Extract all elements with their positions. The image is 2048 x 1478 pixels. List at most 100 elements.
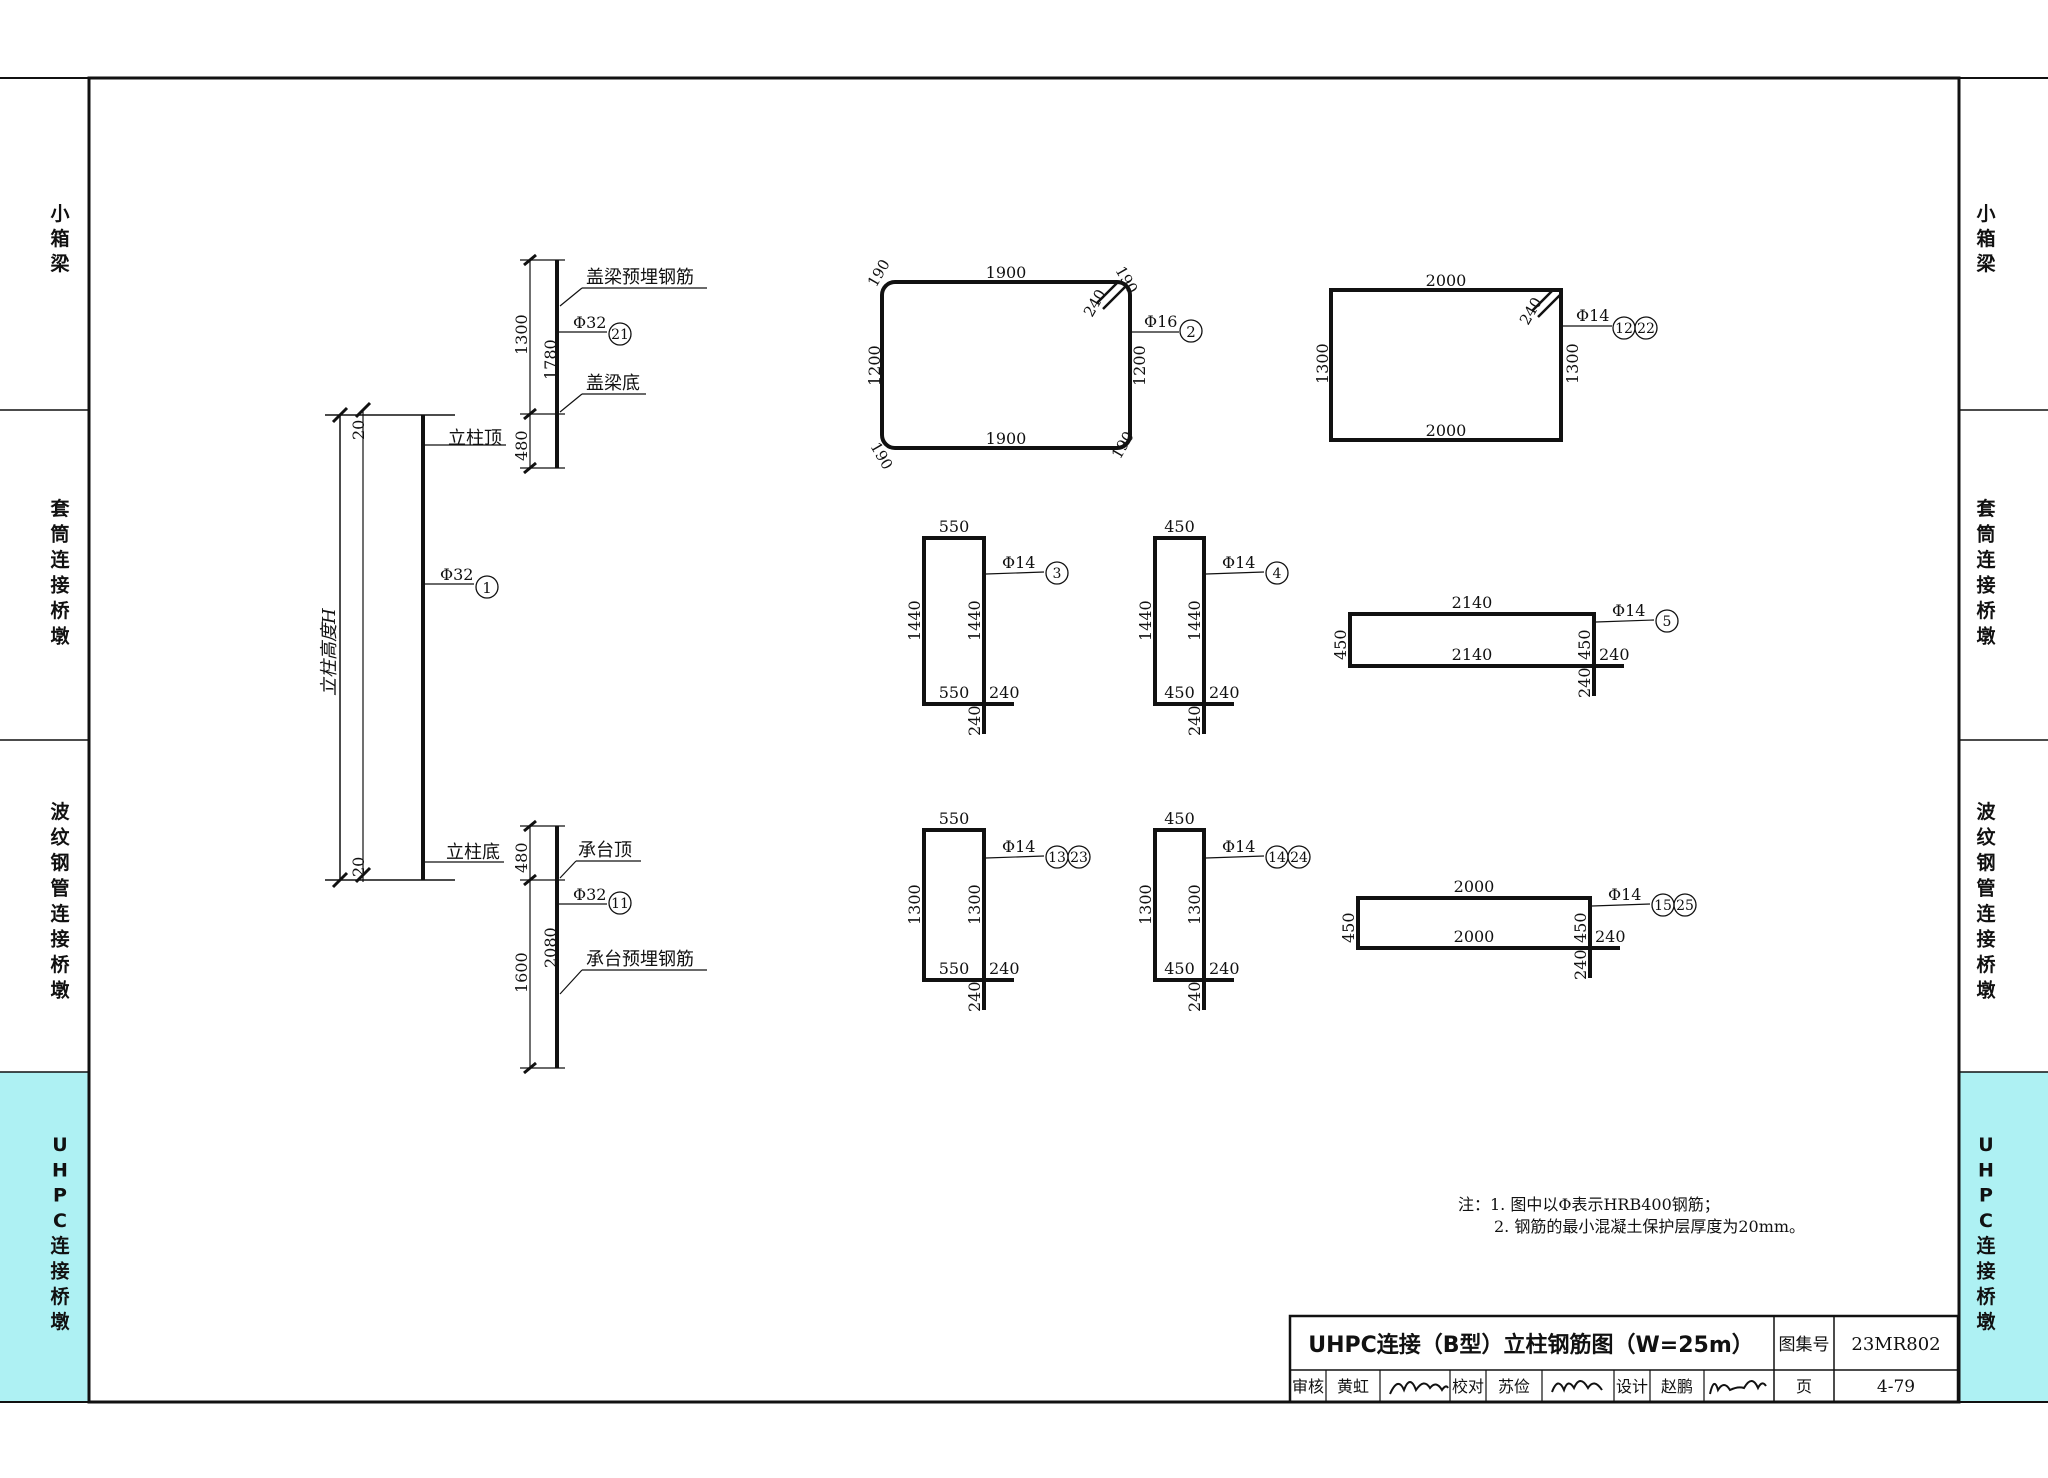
tie-5-bottom-dim: 2140 (1452, 645, 1493, 664)
stirrup-12-hook-dim: 240 (1516, 294, 1546, 328)
active-tab-left-bg (0, 1072, 88, 1402)
stirrup-12-right-dim: 1300 (1563, 343, 1582, 384)
stirrup-2-right-dim: 1200 (1130, 345, 1149, 386)
tie-15-mark-0: 15 (1654, 898, 1672, 914)
stirrup-12-left-dim: 1300 (1313, 343, 1332, 384)
footing-top-label: 承台顶 (578, 840, 632, 861)
note-line-2: 2. 钢筋的最小混凝土保护层厚度为20mm。 (1494, 1217, 1805, 1236)
tab-box-girder-right[interactable]: 小箱梁 (1975, 203, 1996, 275)
tie-4-bar-size: Φ14 (1222, 553, 1255, 572)
tie-14-shape (1153, 828, 1234, 1010)
footing-bar-mark: 11 (611, 896, 629, 912)
tab-corrugated[interactable]: 波纹钢管连接桥墩 (50, 800, 70, 1002)
tab-sleeve[interactable]: 套筒连接桥墩 (49, 497, 70, 648)
tie-13-mark-0: 13 (1048, 850, 1066, 866)
stirrup-12-bar-size: Φ14 (1576, 306, 1609, 325)
column-top-label: 立柱顶 (448, 428, 502, 449)
tie-4-mark-circle (1265, 561, 1289, 585)
tie-5-hook-v-dim: 240 (1575, 667, 1594, 698)
active-tab-right-bg (1960, 1072, 2048, 1402)
tie-15-left-dim: 450 (1339, 912, 1358, 943)
tie-4-bottom-dim: 450 (1164, 683, 1195, 702)
column-height-label: 立柱高度H (319, 608, 340, 696)
cap-bar-mark-circle (608, 322, 632, 346)
stirrup-2-corner-br: 190 (1108, 428, 1138, 462)
stirrup-2-corner-bl: 190 (867, 439, 897, 473)
tie-15-top-dim: 2000 (1454, 877, 1495, 896)
column-bar-detail: 立柱高度H 20 20 立柱顶 立柱底 Φ32 1 (319, 401, 506, 889)
atlas-number: 23MR802 (1851, 1334, 1940, 1355)
cap-embedded-bar-detail: 1300 480 1780 盖梁预埋钢筋 盖梁底 Φ32 21 (512, 253, 707, 475)
tie-15-mark-1: 25 (1676, 898, 1694, 914)
tie-5-right-dim: 450 (1575, 629, 1594, 660)
stirrup-12-bottom-dim: 2000 (1426, 421, 1467, 440)
tie-13-right-dim: 1300 (965, 884, 984, 925)
stirrup-2-left-dim: 1200 (865, 345, 884, 386)
tie-3-top-dim: 550 (939, 517, 970, 536)
footing-bar-upper-dim: 480 (512, 842, 531, 873)
tie-4-left-dim: 1440 (1136, 600, 1155, 641)
tie-3-mark-circle (1045, 561, 1069, 585)
tie-5-bar-size: Φ14 (1612, 601, 1645, 620)
tie-3-mark-0: 3 (1053, 566, 1062, 582)
checker-name: 苏俭 (1498, 1377, 1530, 1396)
column-bar-size: Φ32 (440, 565, 473, 584)
cap-bar-mark: 21 (611, 327, 629, 343)
stirrup-2-corner-tr: 190 (1112, 263, 1142, 297)
tie-14-mark-1: 24 (1290, 850, 1308, 866)
tie-14-bottom-dim: 450 (1164, 959, 1195, 978)
stirrup-12: 2000 2000 1300 1300 240 Φ14 12 22 (1313, 271, 1658, 442)
stirrup-2-bar-size: Φ16 (1144, 312, 1177, 331)
tie-3-shape (922, 536, 1014, 734)
tab-box-girder[interactable]: 小箱梁 (49, 203, 70, 275)
tie-13-hook-v-dim: 240 (965, 981, 984, 1012)
tie-15-hook-v-dim: 240 (1571, 949, 1590, 980)
stirrup-2-top-dim: 1900 (986, 263, 1027, 282)
reviewer-signature (1389, 1381, 1449, 1395)
tie-3-hook-h-dim: 240 (989, 683, 1020, 702)
tie-13-shape (922, 828, 1014, 1010)
stirrup-2: 1900 1900 1200 1200 240 190 190 190 190 … (864, 256, 1203, 473)
atlas-label: 图集号 (1779, 1335, 1830, 1355)
notes: 注：1. 图中以Φ表示HRB400钢筋； 2. 钢筋的最小混凝土保护层厚度为20… (1458, 1195, 1805, 1236)
stirrup-12-mark-a: 12 (1615, 321, 1633, 337)
stirrup-2-mark: 2 (1186, 323, 1196, 341)
tie-14-hook-v-dim: 240 (1185, 981, 1204, 1012)
tie-15-right-dim: 450 (1571, 912, 1590, 943)
page-number: 4-79 (1877, 1377, 1915, 1397)
stirrup-12-top-dim: 2000 (1426, 271, 1467, 290)
tie-14-mark-0: 14 (1268, 850, 1286, 866)
tie-4-mark-0: 4 (1273, 566, 1282, 582)
tie-5-mark-0: 5 (1663, 614, 1672, 630)
tie-15-bar-size: Φ14 (1608, 885, 1641, 904)
tab-sleeve-right[interactable]: 套筒连接桥墩 (1975, 497, 1996, 648)
check-label: 校对 (1452, 1377, 1484, 1396)
main-frame (87, 76, 1961, 1404)
tie-5-shape (1348, 612, 1624, 696)
tie-13-mark-1: 23 (1070, 850, 1088, 866)
tie-14-hook-h-dim: 240 (1209, 959, 1240, 978)
tie-15-hook-h-dim: 240 (1595, 927, 1626, 946)
footing-embedded-bar-detail: 480 1600 2080 承台顶 Φ32 11 承台预埋钢筋 (512, 819, 707, 1075)
reviewer-name: 黄虹 (1337, 1377, 1369, 1396)
tab-corrugated-right[interactable]: 波纹钢管连接桥墩 (1976, 800, 1996, 1002)
tie-14-mark-circle (1287, 845, 1311, 869)
tie-14-left-dim: 1300 (1136, 884, 1155, 925)
tie-4-hook-h-dim: 240 (1209, 683, 1240, 702)
tie-13-hook-h-dim: 240 (989, 959, 1020, 978)
designer-signature (1709, 1380, 1767, 1395)
cap-bottom-label: 盖梁底 (586, 373, 640, 394)
tie-13-left-dim: 1300 (905, 884, 924, 925)
tie-13-bar-size: Φ14 (1002, 837, 1035, 856)
footing-bar-label: 承台预埋钢筋 (586, 949, 694, 970)
